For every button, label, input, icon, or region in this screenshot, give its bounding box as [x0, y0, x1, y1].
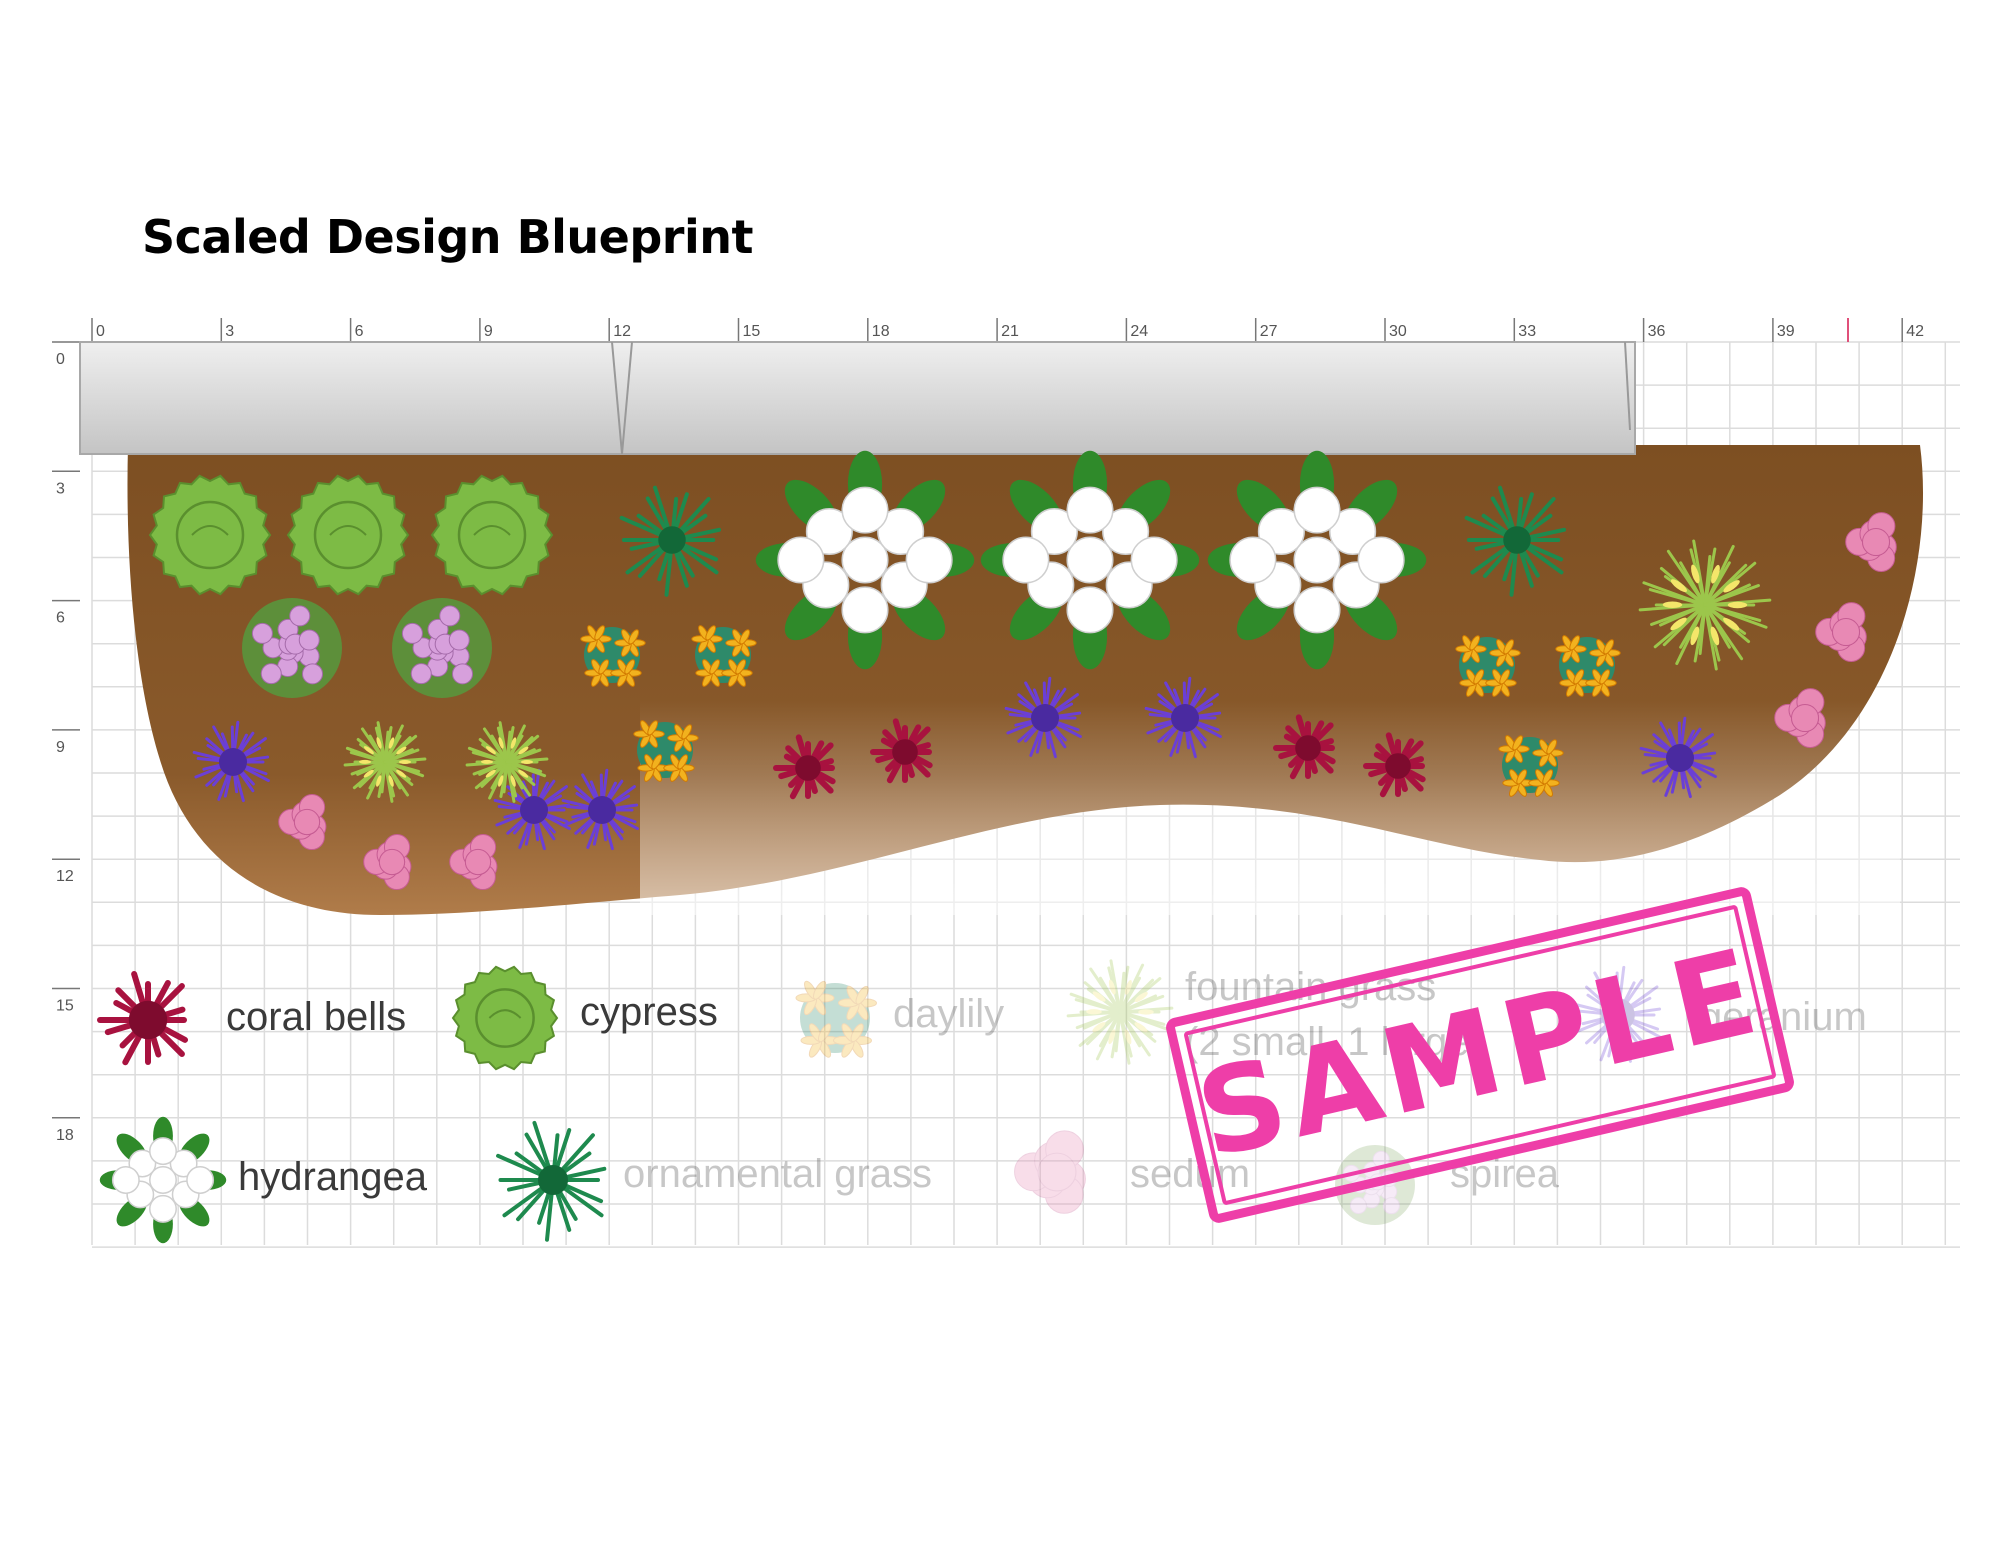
ruler-left-label: 15 — [56, 998, 74, 1015]
fountain-grass-icon — [343, 721, 427, 803]
fountain-grass-icon — [1066, 959, 1174, 1065]
geranium-icon — [493, 768, 571, 851]
geranium-icon — [1569, 965, 1663, 1063]
sedum-icon — [1815, 602, 1867, 662]
ruler-left-label: 0 — [56, 351, 65, 368]
daylily-icon — [580, 625, 646, 687]
geranium-icon — [1639, 716, 1717, 799]
daylily-icon — [1455, 635, 1521, 697]
cypress-icon — [430, 474, 554, 596]
ornamental-grass-icon — [1464, 485, 1567, 597]
ruler-top-label: 12 — [613, 323, 631, 340]
ruler-top-label: 3 — [225, 323, 234, 340]
sedum-icon — [363, 834, 412, 891]
hydrangea-icon — [980, 450, 1200, 670]
ruler-top-label: 21 — [1001, 323, 1019, 340]
ruler-top-label: 18 — [872, 323, 890, 340]
daylily-icon — [633, 720, 699, 782]
sedum-icon — [1774, 688, 1826, 748]
fountain-grass-icon — [465, 721, 549, 803]
legend-label-fountain-grass-1: fountain grass — [1185, 965, 1437, 1009]
geranium-icon — [1144, 676, 1222, 759]
ruler-top-label: 24 — [1130, 323, 1148, 340]
hydrangea-icon — [755, 450, 975, 670]
daylily-icon — [1498, 735, 1564, 797]
coral-bells-icon — [1363, 732, 1426, 798]
geranium-icon — [1004, 676, 1082, 759]
ruler-top-label: 30 — [1389, 323, 1407, 340]
house-wall — [79, 341, 1636, 455]
plants-layer — [148, 450, 1897, 891]
page-title: Scaled Design Blueprint — [142, 210, 753, 264]
hydrangea-icon — [99, 1116, 227, 1244]
ruler-left-label: 9 — [56, 739, 65, 756]
sedum-icon — [1845, 512, 1897, 572]
legend-label-cypress: cypress — [580, 990, 718, 1034]
legend-label-hydrangea: hydrangea — [238, 1155, 428, 1199]
ruler-top-label: 0 — [96, 323, 105, 340]
coral-bells-icon — [97, 971, 189, 1066]
ruler-top-label: 27 — [1260, 323, 1278, 340]
ruler-top-label: 39 — [1777, 323, 1795, 340]
cypress-icon — [148, 474, 272, 596]
legend-label-ornamental-grass: ornamental grass — [623, 1152, 933, 1196]
coral-bells-icon — [1273, 714, 1336, 780]
ruler-top-label: 15 — [743, 323, 761, 340]
ruler-top-label: 42 — [1906, 323, 1924, 340]
sedum-icon — [1014, 1130, 1086, 1214]
bed-fade — [640, 700, 1900, 915]
legend-label-spirea: spirea — [1450, 1152, 1559, 1196]
legend-icons — [97, 959, 1663, 1244]
ruler-left-label: 3 — [56, 480, 65, 497]
daylily-icon — [1555, 635, 1621, 697]
hydrangea-icon — [1207, 450, 1427, 670]
fountain-grass-icon — [1638, 539, 1772, 671]
spirea-icon — [242, 598, 342, 698]
ruler-left-label: 18 — [56, 1127, 74, 1144]
coral-bells-icon — [773, 734, 836, 800]
ruler-top-label: 9 — [484, 323, 493, 340]
sedum-icon — [278, 794, 327, 851]
ruler-top-label: 36 — [1648, 323, 1666, 340]
legend-label-sedum: sedum — [1130, 1152, 1251, 1196]
spirea-icon — [1335, 1145, 1415, 1225]
legend-label-fountain-grass-2: (2 small, 1 large) — [1185, 1020, 1483, 1064]
daylily-icon — [691, 625, 757, 687]
geranium-icon — [561, 768, 639, 851]
ornamental-grass-icon — [619, 485, 722, 597]
cypress-icon — [286, 474, 410, 596]
ornamental-grass-icon — [496, 1120, 607, 1242]
legend-label-geranium: geranium — [1700, 995, 1867, 1039]
daylily-icon — [795, 980, 877, 1058]
spirea-icon — [392, 598, 492, 698]
ruler-top-label: 33 — [1518, 323, 1536, 340]
sedum-icon — [449, 834, 498, 891]
legend-label-daylily: daylily — [893, 992, 1005, 1036]
cypress-icon — [451, 965, 559, 1071]
ruler-top-label: 6 — [355, 323, 364, 340]
legend-label-coral-bells: coral bells — [226, 995, 407, 1039]
ruler-left-label: 12 — [56, 868, 74, 885]
ruler-left-label: 6 — [56, 610, 65, 627]
coral-bells-icon — [870, 718, 933, 784]
geranium-icon — [192, 720, 270, 803]
